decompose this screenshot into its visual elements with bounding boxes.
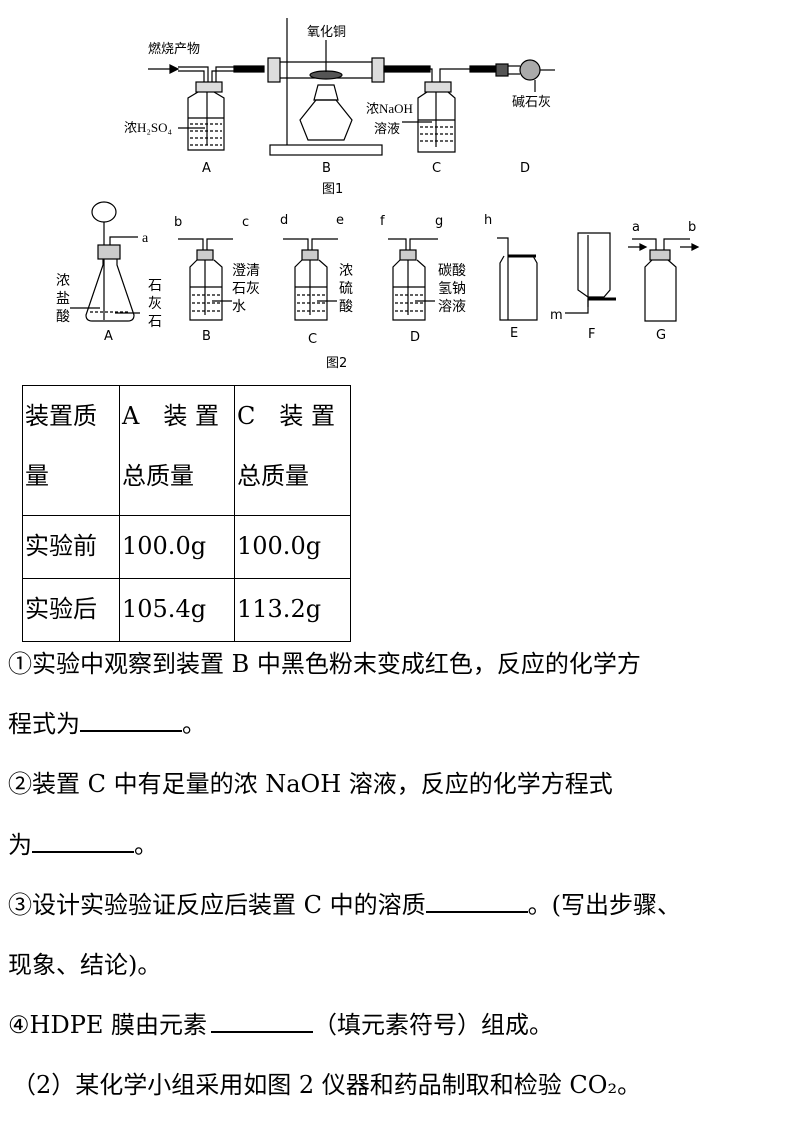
port-label: g xyxy=(435,214,443,229)
table-cell: 113.2g xyxy=(234,578,351,642)
label-limewater: 水 xyxy=(232,299,246,315)
figure-1: 燃烧产物 浓H₂SO₄ 氧化铜 浓NaOH 溶液 碱石灰 A B C D 图1 xyxy=(124,18,555,197)
port-label: a xyxy=(142,231,149,246)
question-part-2: （2）某化学小组采用如图 2 仪器和药品制取和检验 CO₂。 xyxy=(12,1071,642,1099)
question-2-line-2: 为。 xyxy=(8,829,158,859)
port-label: b xyxy=(688,220,696,235)
table-cell: 100.0g xyxy=(119,515,235,579)
table-cell: 实验前 xyxy=(22,515,120,579)
arrow-out-icon xyxy=(680,243,700,251)
label-bicarbonate: 溶液 xyxy=(438,299,466,315)
table-cell: 实验后 xyxy=(22,578,120,642)
arrow-icon xyxy=(169,64,180,74)
label-limestone: 灰 xyxy=(148,296,162,312)
port-label: a xyxy=(632,220,640,235)
question-1-line-2: 程式为。 xyxy=(8,708,206,738)
label-sulfuric-acid: 浓 xyxy=(339,263,353,279)
device-label: D xyxy=(520,161,530,176)
table-row: 实验前 100.0g 100.0g xyxy=(22,515,351,579)
table-header-cell: 装置质量 xyxy=(22,385,120,516)
mass-table: 装置质量 A 装 置总质量 C 装 置总质量 实验前 100.0g 100.0g… xyxy=(22,385,351,642)
device-label: A xyxy=(104,329,113,344)
label-limestone: 石 xyxy=(148,278,162,294)
label-limewater: 澄清 xyxy=(232,263,260,279)
table-cell: 105.4g xyxy=(119,578,235,642)
device-label: B xyxy=(322,161,331,176)
port-label: m xyxy=(550,308,563,323)
device-label: E xyxy=(510,326,518,341)
figure-2: a 浓 盐 酸 石 灰 石 澄清 石灰 水 浓 硫 酸 xyxy=(56,201,700,371)
question-3-line-2: 现象、结论)。 xyxy=(8,951,162,979)
port-label: e xyxy=(336,213,344,228)
question-4: ④HDPE 膜由元素（填元素符号）组成。 xyxy=(8,1009,553,1039)
label-limewater: 石灰 xyxy=(232,281,260,297)
table-cell: 100.0g xyxy=(234,515,351,579)
arrow-in-icon xyxy=(628,243,648,251)
device-label: C xyxy=(432,161,441,176)
label-sulfuric-acid: 硫 xyxy=(339,281,353,297)
label-bicarbonate: 氢钠 xyxy=(438,281,466,297)
inlet-label: 燃烧产物 xyxy=(148,41,200,57)
port-label: c xyxy=(242,215,249,230)
table-header-cell: C 装 置总质量 xyxy=(234,385,351,516)
port-label: h xyxy=(484,213,492,228)
question-1-line-1: ①实验中观察到装置 B 中黑色粉末变成红色，反应的化学方 xyxy=(8,650,641,678)
reagent-b-label: 氧化铜 xyxy=(307,25,346,40)
question-2-line-1: ②装置 C 中有足量的浓 NaOH 溶液，反应的化学方程式 xyxy=(8,770,613,798)
port-label: b xyxy=(174,215,182,230)
answer-blank[interactable] xyxy=(32,829,134,853)
reagent-a-label: 浓H₂SO₄ xyxy=(124,120,173,135)
answer-blank[interactable] xyxy=(80,708,182,732)
device-label: G xyxy=(656,328,666,343)
figure-2-caption: 图2 xyxy=(326,356,347,371)
port-label: f xyxy=(380,214,385,229)
device-label: A xyxy=(202,161,211,176)
table-header-cell: A 装 置总质量 xyxy=(119,385,235,516)
answer-blank[interactable] xyxy=(425,889,528,913)
table-row: 实验后 105.4g 113.2g xyxy=(22,578,351,642)
port-label: d xyxy=(280,213,288,228)
reagent-c-label-2: 溶液 xyxy=(374,122,400,137)
label-bicarbonate: 碳酸 xyxy=(438,263,466,279)
label-acid: 盐 xyxy=(56,291,70,307)
label-limestone: 石 xyxy=(148,314,162,330)
reagent-c-label-1: 浓NaOH xyxy=(366,101,413,116)
device-label: F xyxy=(588,327,595,342)
device-label: D xyxy=(410,330,420,345)
label-sulfuric-acid: 酸 xyxy=(339,299,353,315)
figure-1-caption: 图1 xyxy=(322,182,343,197)
label-acid: 酸 xyxy=(56,309,70,325)
question-3-line-1: ③设计实验验证反应后装置 C 中的溶质。(写出步骤、 xyxy=(8,889,681,919)
label-acid: 浓 xyxy=(56,273,70,289)
answer-blank[interactable] xyxy=(210,1009,313,1033)
device-label: B xyxy=(202,329,211,344)
device-label: C xyxy=(308,332,317,347)
table-header-row: 装置质量 A 装 置总质量 C 装 置总质量 xyxy=(22,385,351,516)
reagent-d-label: 碱石灰 xyxy=(512,95,551,110)
